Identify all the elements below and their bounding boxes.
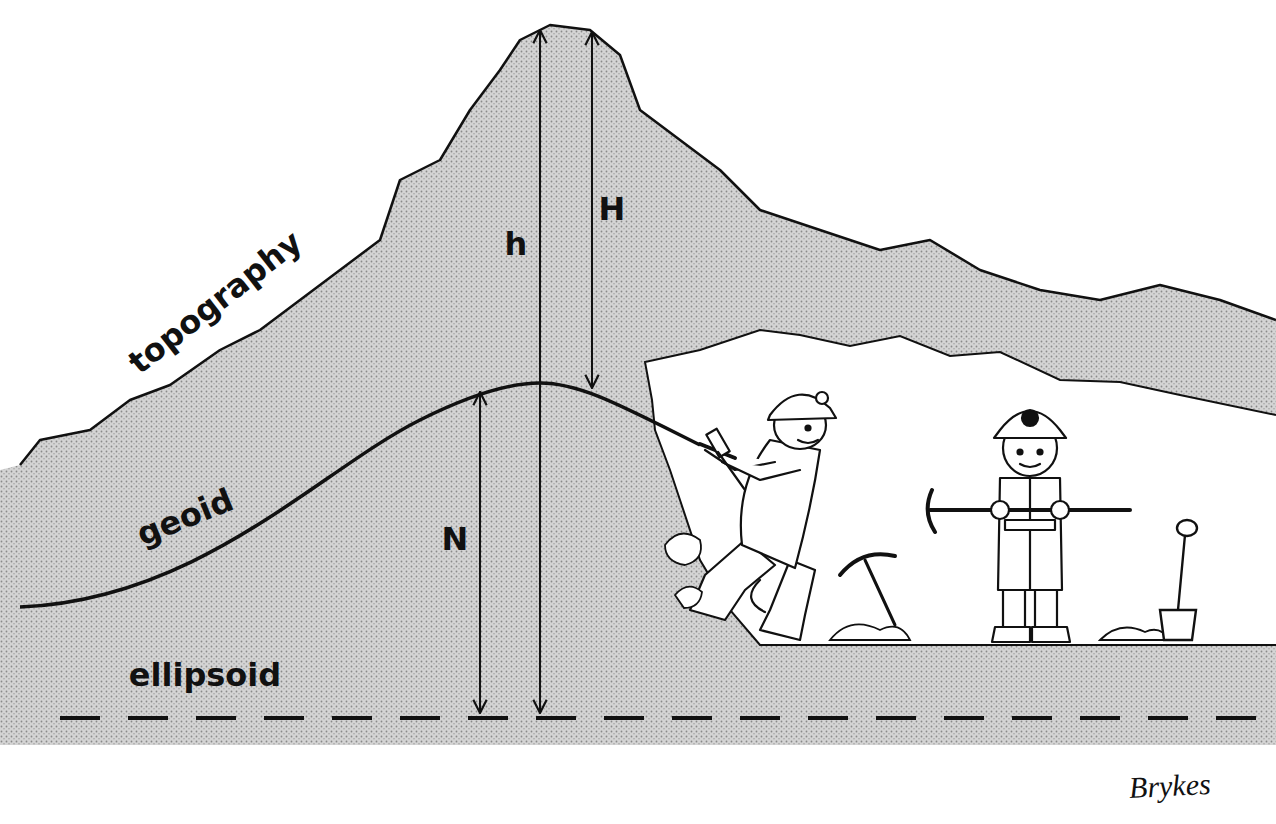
earth-ground	[0, 25, 1276, 745]
height-symbol: H	[599, 192, 626, 227]
geoid-label: geoid	[132, 483, 238, 553]
artist-signature: Brykes	[1128, 766, 1211, 803]
rubble	[665, 534, 1170, 640]
height-symbol: N	[442, 522, 469, 557]
ellipsoidal-height-arrow	[539, 30, 541, 713]
mine-cave	[645, 330, 1276, 645]
orthometric-height-arrow	[591, 32, 593, 388]
geoid-curve	[20, 383, 700, 607]
pickaxe	[840, 554, 895, 625]
geoid-height-arrow	[479, 392, 481, 713]
shovel	[1160, 520, 1197, 640]
height-symbol: h	[505, 227, 528, 262]
miner-chiselling	[690, 392, 836, 640]
ellipsoid-label: ellipsoid	[129, 658, 281, 693]
miner-standing	[928, 410, 1130, 642]
surface-label: topography	[122, 225, 308, 381]
ellipsoid-line	[60, 716, 1276, 720]
